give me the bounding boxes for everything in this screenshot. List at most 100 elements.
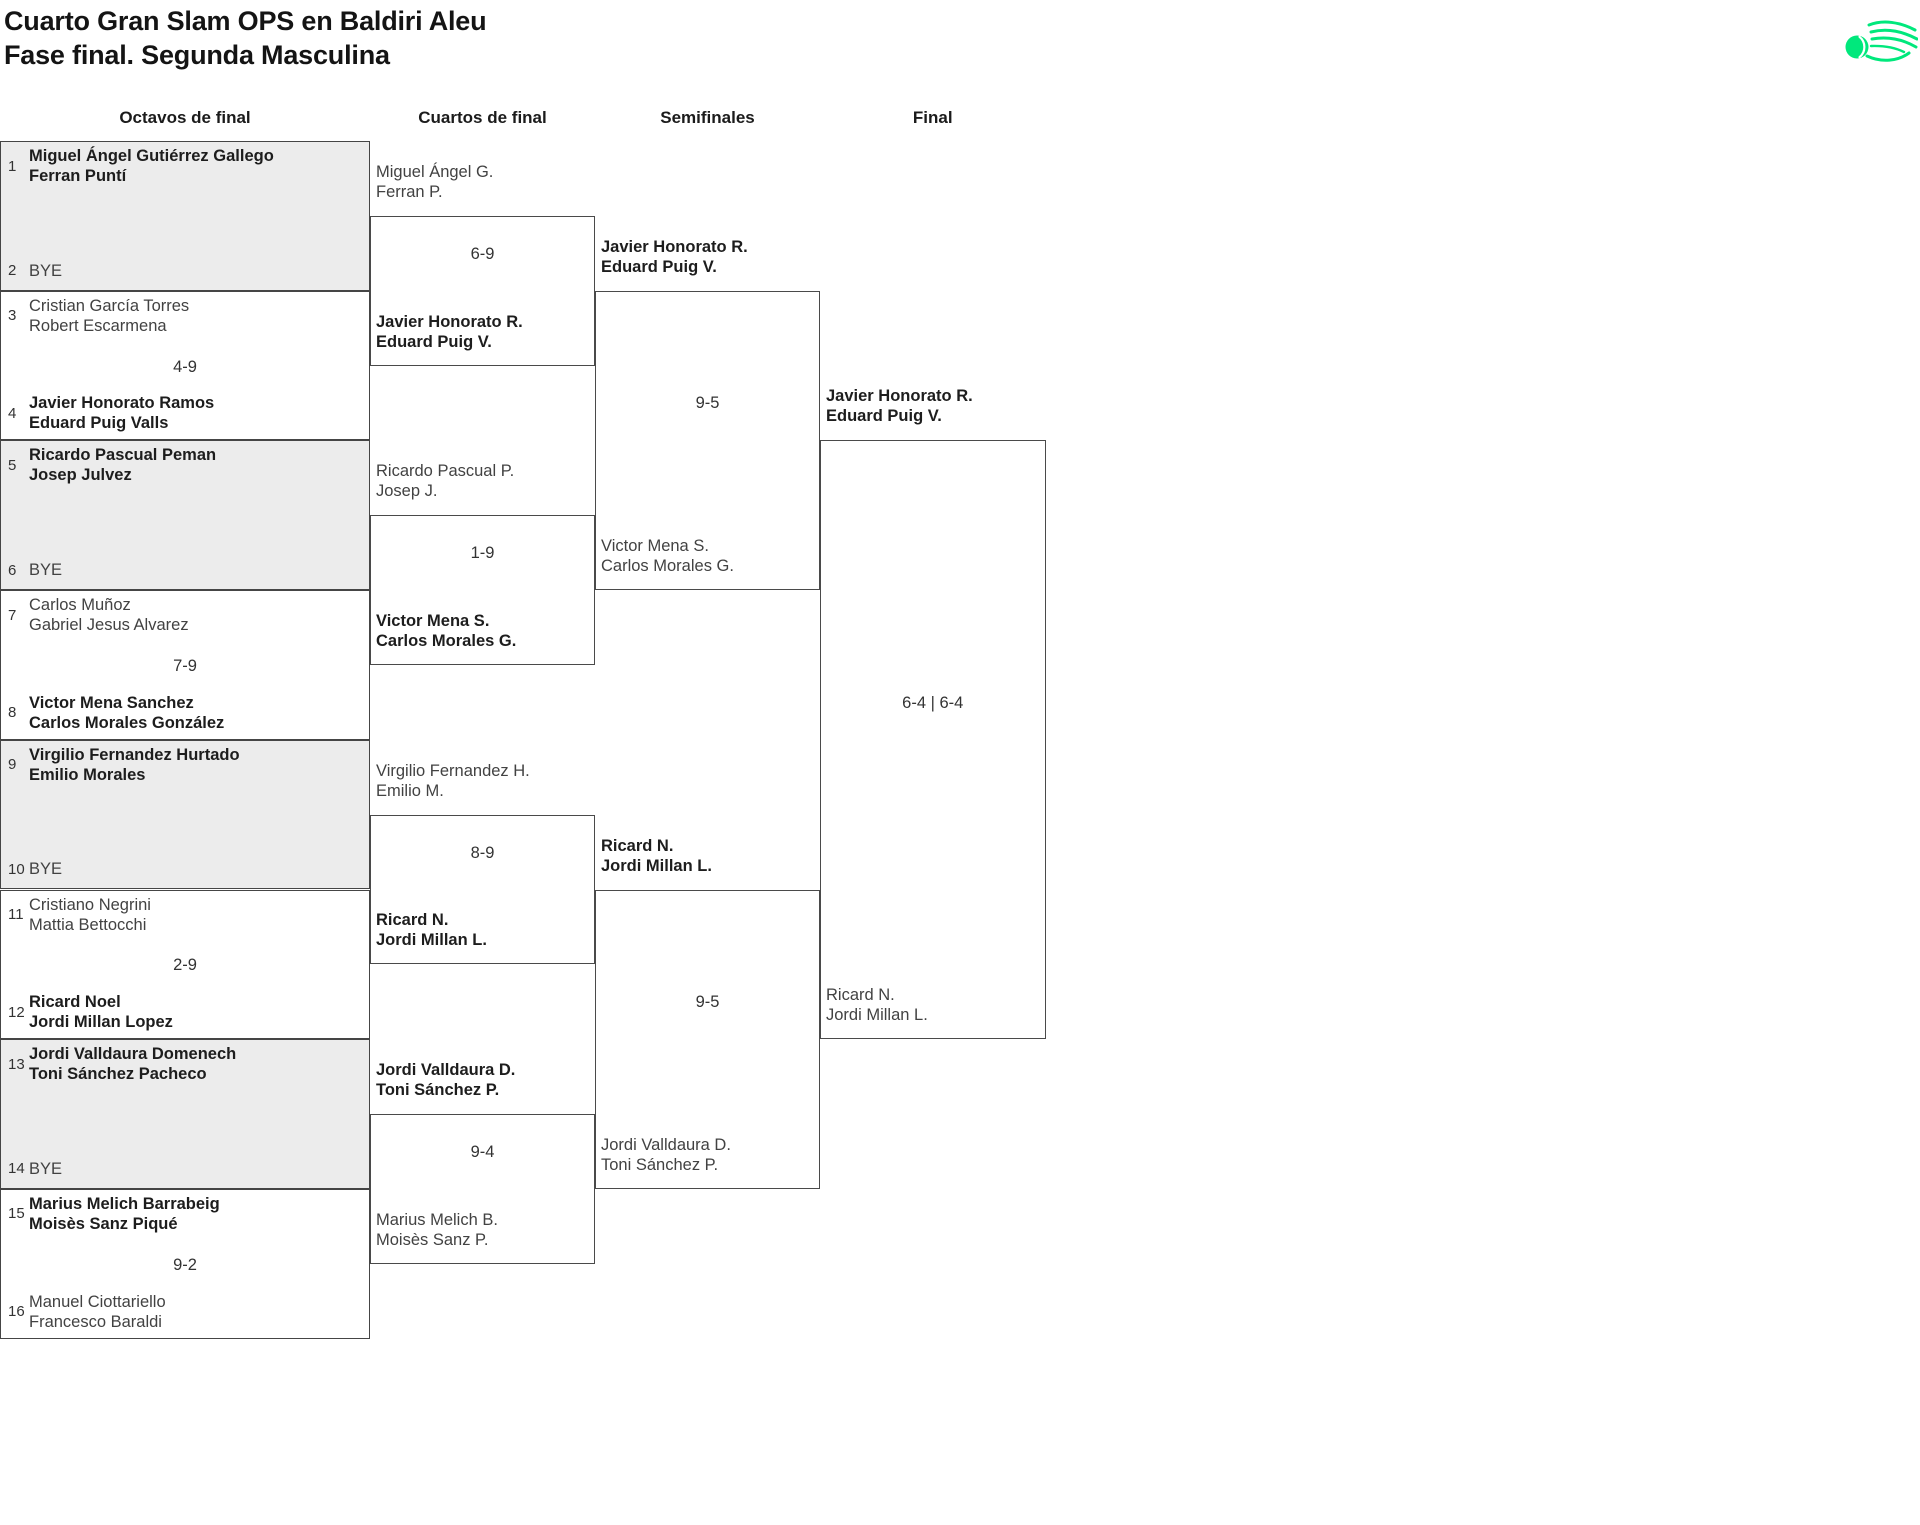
player-name: Josep Julvez [29, 466, 132, 485]
seed-number: 6 [8, 561, 17, 579]
player-name: Jordi Millan L. [826, 1006, 928, 1025]
final-bottom-team: Ricard N.Jordi Millan L. [826, 985, 928, 1025]
round-header-3: Final [912, 108, 953, 127]
seed-number: 15 [8, 1205, 25, 1223]
team-bottom-names: BYE [29, 1159, 369, 1179]
player-name: Victor Mena S. [601, 537, 709, 556]
player-name: Jordi Valldaura D. [601, 1135, 731, 1154]
player-name: Javier Honorato R. [826, 387, 973, 406]
player-name: Jordi Valldaura D. [376, 1061, 516, 1080]
sf-score: 9-5 [695, 394, 720, 413]
player-name: Francesco Baraldi [29, 1312, 162, 1331]
seed-number: 5 [8, 456, 17, 474]
player-name: Jordi Millan Lopez [29, 1013, 173, 1032]
qf-bottom-team: Ricard N.Jordi Millan L. [376, 910, 487, 950]
sf-score: 9-5 [695, 993, 720, 1012]
team-bottom-names: BYE [29, 560, 369, 580]
player-name: Cristiano Negrini [29, 895, 151, 914]
match-score: 9-2 [173, 1255, 197, 1274]
team-bottom-names: BYE [29, 261, 369, 281]
final-top-team: Javier Honorato R.Eduard Puig V. [826, 386, 973, 426]
qf-bottom-team: Marius Melich B.Moisès Sanz P. [376, 1210, 498, 1250]
player-name: Manuel Ciottariello [29, 1292, 166, 1311]
player-name: Moisès Sanz Piqué [29, 1214, 178, 1233]
seed-number: 13 [8, 1055, 25, 1073]
seed-number: 4 [8, 404, 17, 422]
player-name: Virgilio Fernandez Hurtado [29, 745, 240, 764]
player-name: BYE [29, 261, 63, 280]
player-name: Jordi Millan L. [601, 856, 712, 875]
qf-score: 8-9 [470, 843, 495, 862]
player-name: Toni Sánchez P. [601, 1155, 719, 1174]
match-score: 7-9 [173, 656, 197, 675]
page-title-line1: Cuarto Gran Slam OPS en Baldiri Aleu [4, 6, 487, 36]
seed-number: 12 [8, 1003, 25, 1021]
player-name: BYE [29, 561, 63, 580]
qf-bottom-team: Javier Honorato R.Eduard Puig V. [376, 312, 523, 352]
seed-number: 7 [8, 606, 17, 624]
page-title-line2: Fase final. Segunda Masculina [4, 40, 390, 70]
qf-top-team: Ricardo Pascual P.Josep J. [376, 461, 514, 501]
player-name: Josep J. [376, 482, 438, 501]
player-name: Javier Honorato R. [376, 312, 523, 331]
seed-number: 8 [8, 704, 17, 722]
player-name: Javier Honorato Ramos [29, 394, 215, 413]
player-name: Eduard Puig Valls [29, 414, 169, 433]
player-name: Cristian García Torres [29, 296, 190, 315]
seed-number: 14 [8, 1160, 25, 1178]
match-score: 2-9 [173, 956, 197, 975]
player-name: Carlos Morales G. [601, 557, 734, 576]
player-name: Eduard Puig V. [826, 407, 942, 426]
seed-number: 11 [8, 906, 24, 923]
player-name: Ricard Noel [29, 993, 121, 1012]
match-score: 4-9 [173, 357, 197, 376]
player-name: Toni Sánchez Pacheco [29, 1065, 207, 1084]
player-name: Robert Escarmena [29, 316, 167, 335]
player-name: Jordi Millan L. [376, 931, 487, 950]
player-name: Marius Melich B. [376, 1210, 498, 1229]
team-bottom-names: BYE [29, 859, 369, 879]
round-header-1: Cuartos de final [418, 108, 547, 127]
player-name: BYE [29, 860, 63, 879]
player-name: Emilio Morales [29, 765, 146, 784]
tennis-ball-comet-logo [1845, 20, 1918, 62]
seed-number: 3 [8, 307, 17, 325]
qf-top-team: Jordi Valldaura D.Toni Sánchez P. [376, 1060, 515, 1100]
player-name: Virgilio Fernandez H. [376, 761, 530, 780]
sf-bottom-team: Jordi Valldaura D.Toni Sánchez P. [601, 1135, 731, 1175]
qf-box-2 [370, 515, 595, 665]
qf-top-team: Miguel Ángel G.Ferran P. [376, 162, 493, 202]
seed-number: 9 [8, 756, 17, 774]
sf-top-team: Javier Honorato R.Eduard Puig V. [601, 237, 748, 277]
player-name: Ferran P. [376, 182, 443, 201]
seed-number: 2 [8, 262, 17, 280]
qf-score: 1-9 [470, 544, 495, 563]
qf-box-4 [370, 1114, 595, 1264]
qf-score: 6-9 [470, 244, 495, 263]
player-name: Eduard Puig V. [601, 257, 717, 276]
player-name: Ricardo Pascual Peman [29, 446, 217, 465]
player-name: Ricard N. [826, 986, 895, 1005]
final-score: 6-4 | 6-4 [902, 693, 964, 712]
qf-score: 9-4 [470, 1142, 495, 1161]
sf-box-2 [595, 889, 820, 1189]
round-header-2: Semifinales [660, 108, 755, 127]
